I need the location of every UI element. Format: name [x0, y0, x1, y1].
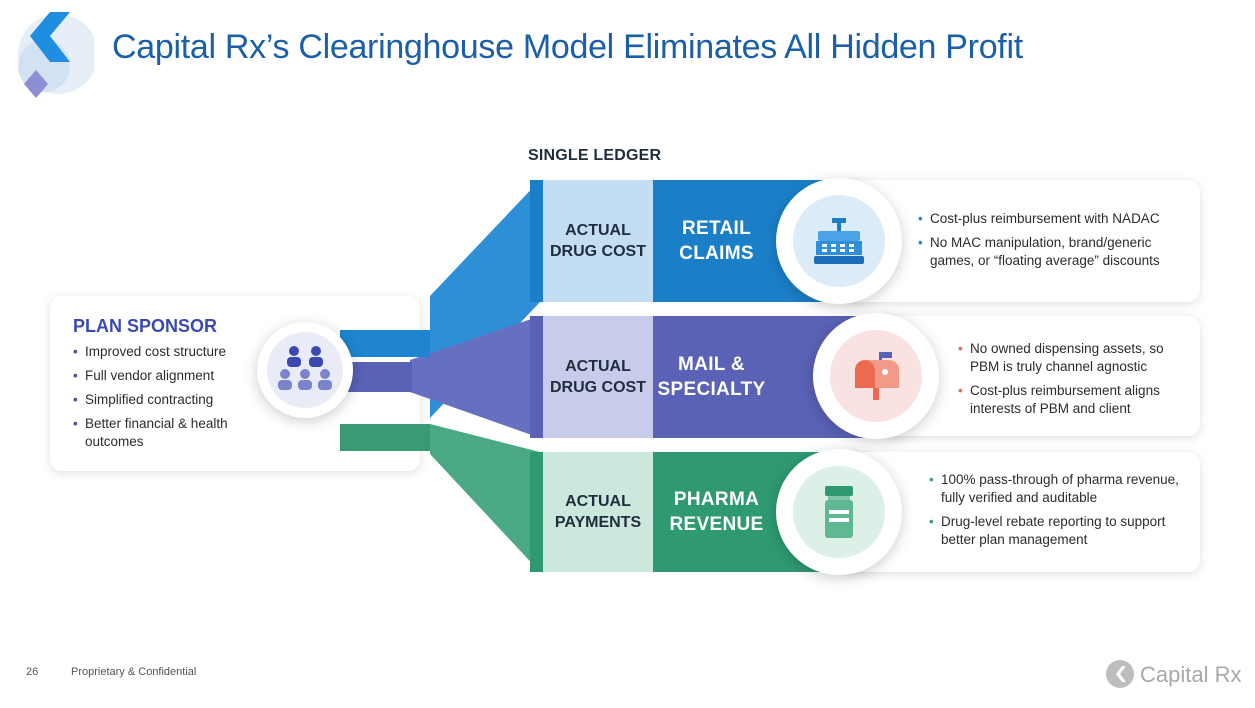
list-item: Cost-plus reimbursement aligns interests… [958, 382, 1190, 418]
list-item: No MAC manipulation, brand/generic games… [918, 234, 1188, 270]
pharma-ledger-cell: ACTUAL PAYMENTS [543, 452, 653, 572]
mailbox-icon [855, 352, 899, 400]
retail-bullets: Cost-plus reimbursement with NADAC No MA… [918, 210, 1188, 276]
single-ledger-label: SINGLE LEDGER [528, 147, 662, 164]
list-item: Full vendor alignment [73, 367, 248, 385]
list-item: 100% pass-through of pharma revenue, ful… [929, 471, 1191, 507]
mail-bullets: No owned dispensing assets, so PBM is tr… [958, 340, 1190, 424]
list-item: Improved cost structure [73, 343, 248, 361]
capital-rx-brand: Capital Rx [1140, 662, 1242, 687]
retail-band [340, 330, 430, 357]
pharma-band [340, 424, 430, 451]
cash-register-icon [814, 218, 864, 264]
pill-bottle-icon [825, 486, 853, 538]
plan-sponsor-title: PLAN SPONSOR [73, 316, 218, 336]
mail-funnel [410, 316, 540, 438]
plan-sponsor-list: Improved cost structure Full vendor alig… [73, 343, 248, 457]
list-item: Simplified contracting [73, 391, 248, 409]
capital-rx-logo-icon [18, 12, 94, 98]
list-item: Better financial & health outcomes [73, 415, 248, 451]
capital-rx-footer-logo-icon [1106, 660, 1134, 688]
list-item: Cost-plus reimbursement with NADAC [918, 210, 1188, 228]
page-number: 26 [26, 666, 39, 678]
mail-icon-circle [813, 313, 939, 439]
retail-ledger-cell: ACTUAL DRUG COST [543, 180, 653, 302]
confidential-label: Proprietary & Confidential [71, 666, 197, 678]
pharma-funnel [430, 424, 540, 572]
list-item: Drug-level rebate reporting to support b… [929, 513, 1191, 549]
people-icon [278, 346, 332, 390]
plan-sponsor-circle [257, 322, 353, 418]
retail-icon-circle [776, 178, 902, 304]
list-item: No owned dispensing assets, so PBM is tr… [958, 340, 1190, 376]
mail-ledger-cell: ACTUAL DRUG COST [543, 316, 653, 438]
page-title: Capital Rx’s Clearinghouse Model Elimina… [112, 28, 1023, 66]
pharma-icon-circle [776, 449, 902, 575]
pharma-bullets: 100% pass-through of pharma revenue, ful… [929, 471, 1191, 555]
